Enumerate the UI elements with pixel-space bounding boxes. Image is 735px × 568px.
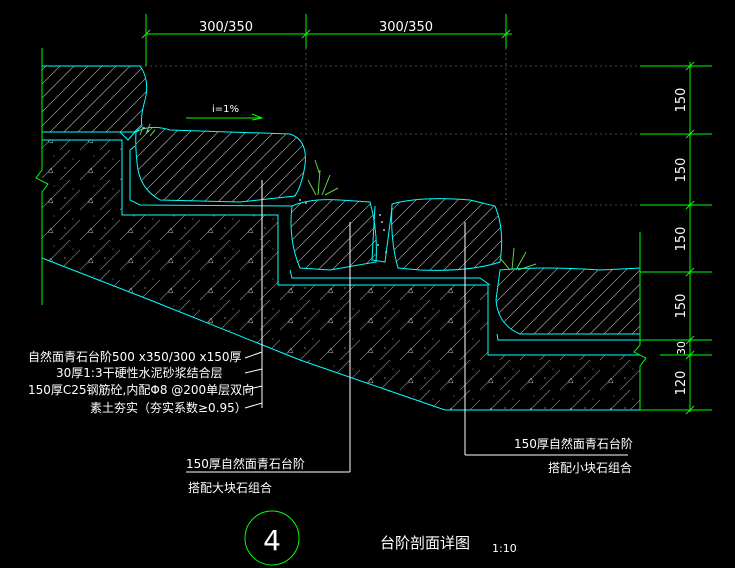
drawing-title: 台阶剖面详图 — [380, 534, 470, 552]
note-right-2: 搭配小块石组合 — [548, 460, 632, 475]
break-lines — [35, 48, 647, 410]
slope-label: i=1% — [212, 104, 239, 115]
stone-step-2b — [391, 198, 503, 271]
dim-top-2: 300/350 — [379, 20, 433, 35]
note-center-1: 150厚自然面青石台阶 — [186, 456, 305, 471]
drawing-scale: 1:10 — [492, 542, 517, 555]
dim-right-1: 150 — [674, 88, 689, 113]
mortar-outline — [41, 131, 640, 411]
stone-step-1 — [135, 126, 306, 203]
dimension-top — [141, 14, 512, 66]
note-left-1: 自然面青石台阶500 x350/300 x150厚 — [28, 349, 242, 364]
dimension-right — [640, 61, 712, 415]
dimension-right-guides — [140, 48, 640, 206]
stone-step-2a — [290, 199, 377, 271]
note-center-2: 搭配大块石组合 — [188, 480, 272, 495]
note-left-4: 素土夯实（夯实系数≥0.95） — [90, 400, 247, 415]
detail-marker: 4 — [244, 510, 300, 566]
dim-right-2: 150 — [674, 158, 689, 183]
grass-icon — [139, 123, 537, 271]
note-right-1: 150厚自然面青石台阶 — [514, 436, 633, 451]
dim-right-5: 30 — [675, 341, 688, 355]
dim-right-6: 120 — [674, 371, 689, 396]
detail-number: 4 — [263, 524, 281, 557]
dim-right-4: 150 — [674, 294, 689, 319]
leader-lines — [186, 180, 628, 473]
slope-arrow — [186, 113, 264, 121]
dim-top-1: 300/350 — [199, 20, 253, 35]
stone-step-3 — [495, 267, 641, 335]
note-left-2: 30厚1:3干硬性水泥砂浆结合层 — [56, 365, 223, 380]
gravel-fill — [143, 127, 387, 253]
stone-top — [41, 65, 148, 133]
concrete-layer — [42, 140, 640, 410]
dim-right-3: 150 — [674, 227, 689, 252]
note-left-3: 150厚C25钢筋砼,内配Φ8 @200单层双向 — [28, 382, 254, 397]
